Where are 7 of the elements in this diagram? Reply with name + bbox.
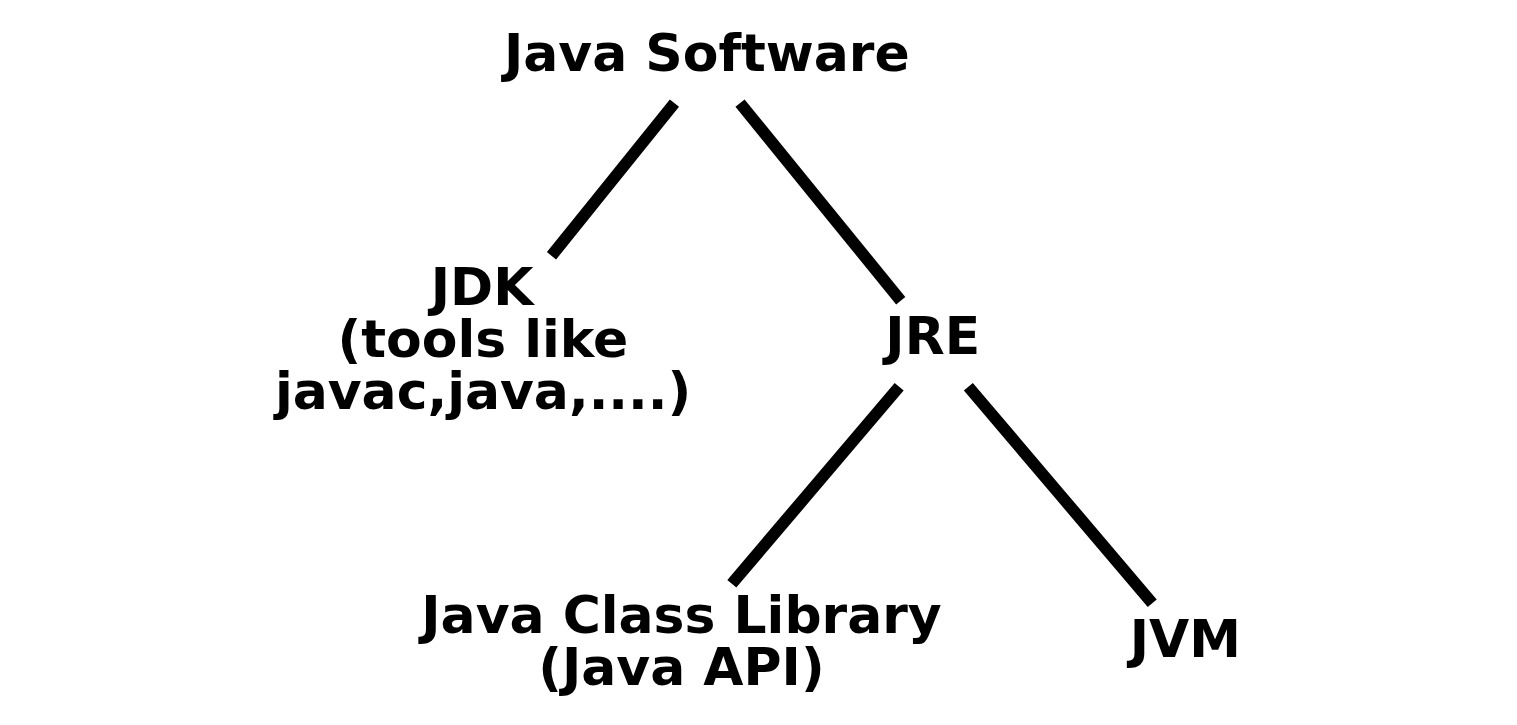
node-text: Java Software bbox=[503, 23, 910, 84]
node-text: JRE bbox=[884, 306, 980, 367]
connector bbox=[963, 382, 1157, 608]
connector bbox=[726, 382, 904, 588]
connector bbox=[546, 99, 679, 260]
connector bbox=[734, 99, 905, 305]
node-text: Java Class Library (Java API) bbox=[420, 585, 942, 698]
